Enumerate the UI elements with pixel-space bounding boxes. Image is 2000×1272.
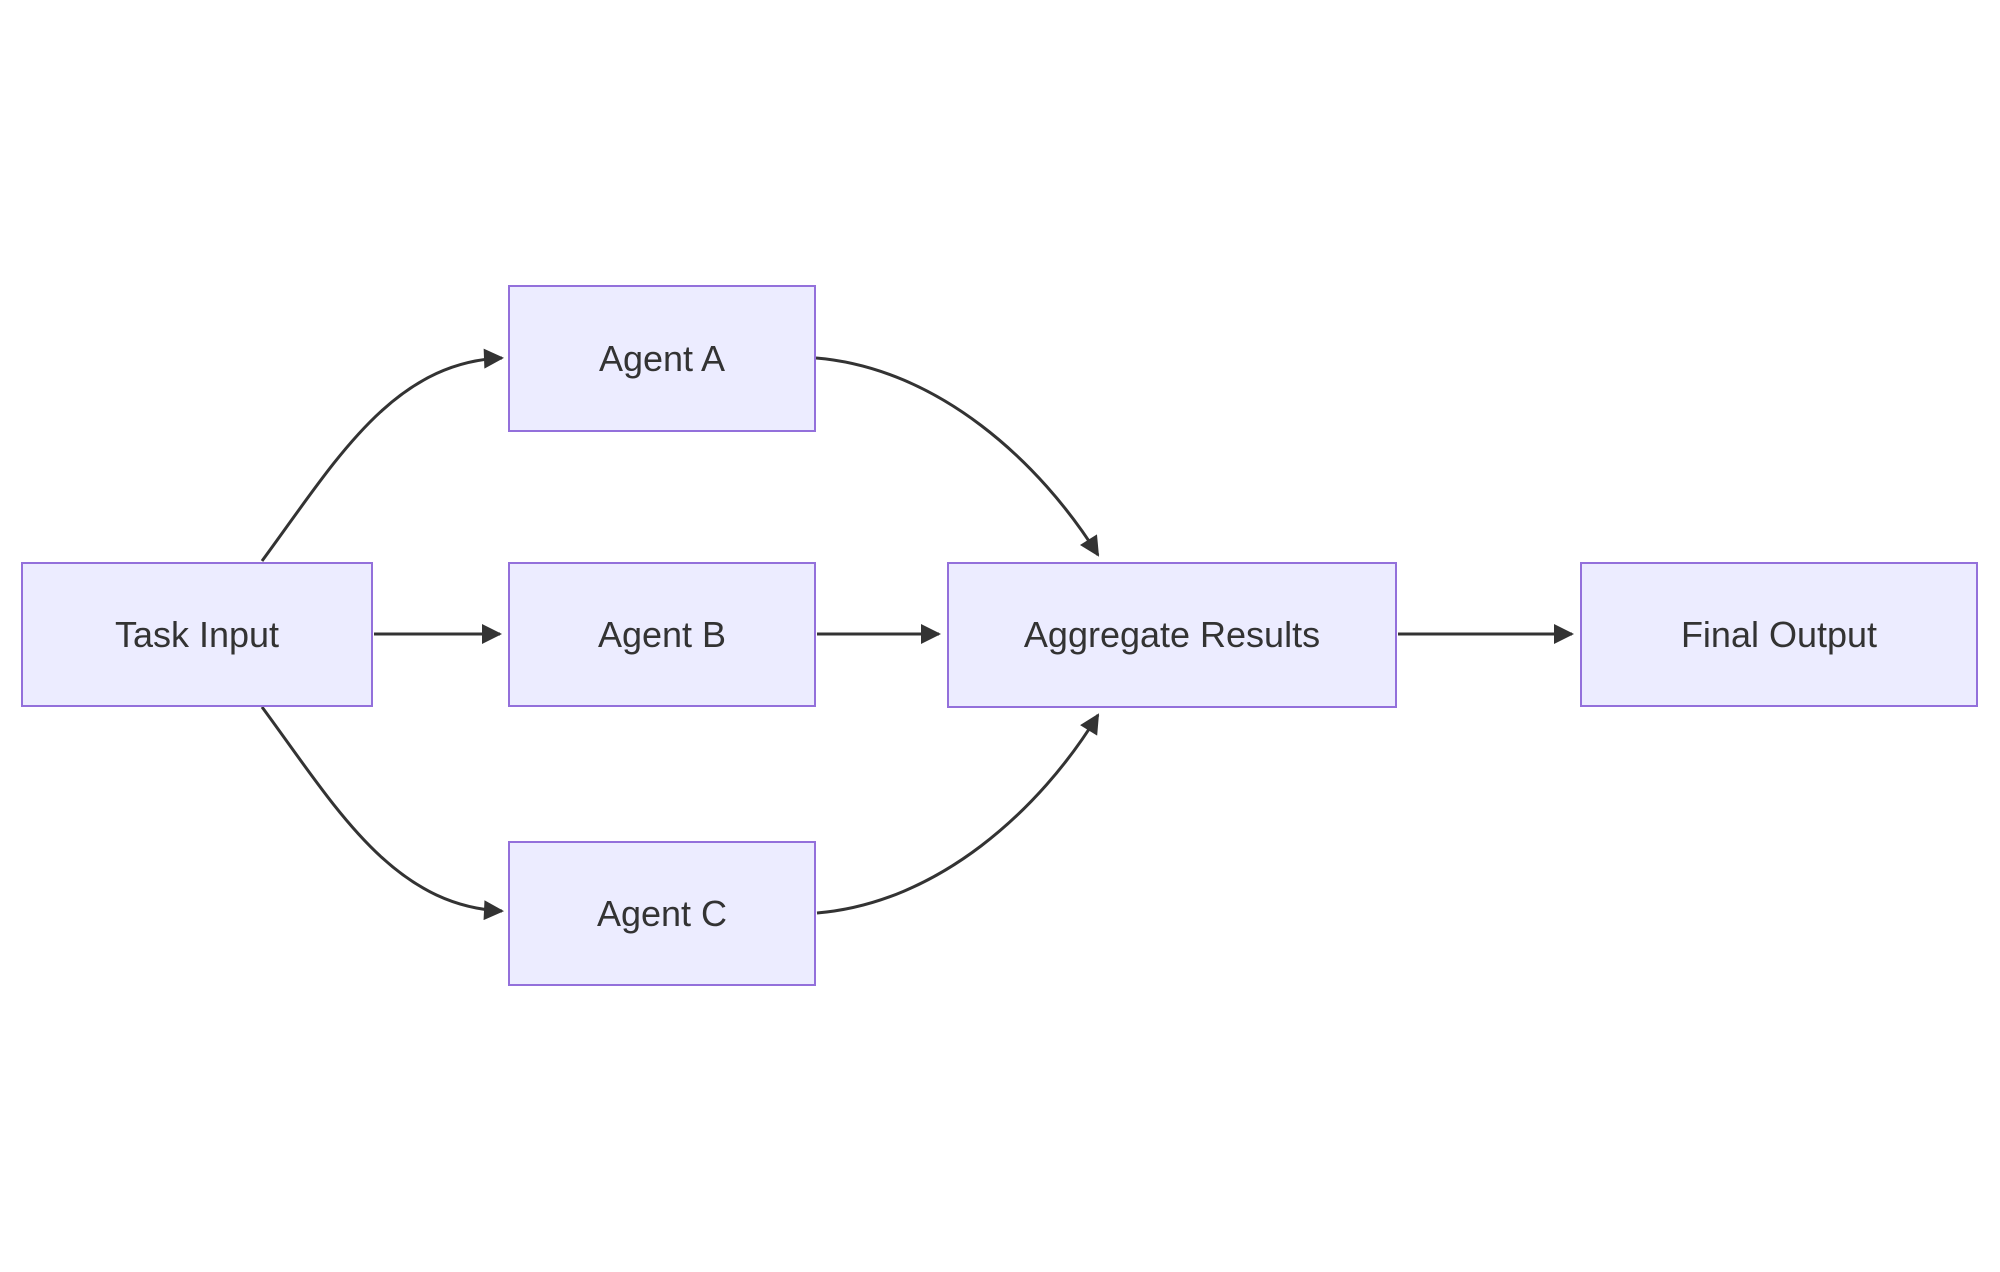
edge-task-input-to-agent-c: [260, 706, 504, 921]
node-agent-c-label: Agent C: [596, 892, 728, 934]
node-aggregate-results: Aggregate Results: [947, 562, 1397, 708]
edge-agent-a-to-aggregate: [815, 356, 1100, 557]
node-final-output: Final Output: [1580, 562, 1978, 707]
node-task-input: Task Input: [21, 562, 373, 707]
node-task-input-label: Task Input: [114, 613, 280, 655]
node-aggregate-results-label: Aggregate Results: [1023, 614, 1321, 655]
node-agent-a: Agent A: [508, 285, 816, 432]
edge-task-input-to-agent-a: [260, 348, 504, 562]
node-final-output-label: Final Output: [1680, 613, 1878, 655]
edge-agent-c-to-aggregate: [816, 713, 1100, 915]
node-agent-b: Agent B: [508, 562, 816, 707]
node-agent-a-label: Agent A: [598, 337, 726, 379]
node-agent-c: Agent C: [508, 841, 816, 986]
node-agent-b-label: Agent B: [597, 613, 727, 655]
